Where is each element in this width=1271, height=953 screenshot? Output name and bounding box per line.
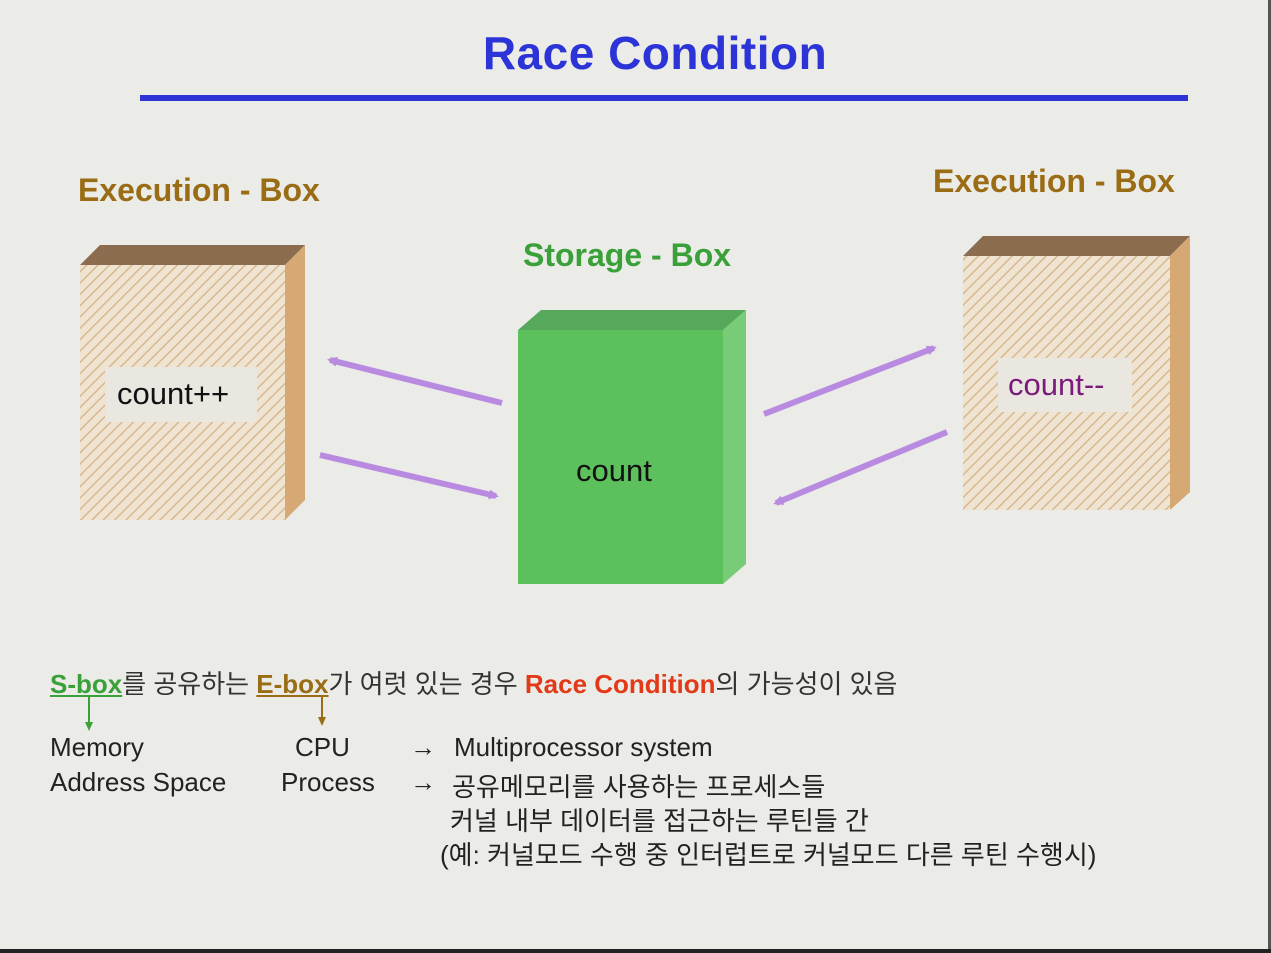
summary-part3: 의 가능성이 있음 [715,669,898,699]
summary-race: Race Condition [524,669,716,699]
right-border [1268,0,1271,953]
summary-ebox: E-box [256,669,329,699]
right-ebox-heading: Execution - Box [933,163,1175,199]
right-arrow-icon: → [410,732,436,762]
right-ebox-content: count-- [1008,367,1105,402]
arrow-storage-to-right [762,345,937,417]
title-underline [140,95,1188,101]
ebox-mapping-line1: CPU [295,732,350,762]
left-ebox-heading: Execution - Box [78,172,320,208]
storage-heading: Storage - Box [523,237,732,273]
result-shared-memory: 공유메모리를 사용하는 프로세스들 [452,772,826,802]
sbox-mapping-line1: Memory [50,732,144,762]
storage-box [518,310,746,584]
result-example: (예: 커널모드 수행 중 인터럽트로 커널모드 다른 루틴 수행시) [440,840,1097,870]
storage-content: count [576,453,652,488]
left-execution-box [80,245,305,520]
slide-title: Race Condition [482,27,828,79]
arrow-left-to-storage [319,452,499,500]
sbox-mapping-line2: Address Space [50,767,227,797]
right-execution-box [963,236,1190,510]
arrow-storage-to-left [327,356,503,406]
arrow-right-to-storage [773,429,949,506]
summary-sbox: S-box [50,669,123,699]
summary-part1: 를 공유하는 [122,669,257,699]
ebox-mapping-line2: Process [281,767,375,797]
bottom-border [0,949,1271,953]
left-ebox-content: count++ [117,376,230,411]
summary-part2: 가 여럿 있는 경우 [328,669,525,699]
right-arrow-icon: → [410,767,436,797]
summary-line: S-box를 공유하는 E-box가 여럿 있는 경우 Race Conditi… [50,664,897,701]
result-multiprocessor: Multiprocessor system [454,732,713,762]
result-kernel-routines: 커널 내부 데이터를 접근하는 루틴들 간 [450,806,869,836]
